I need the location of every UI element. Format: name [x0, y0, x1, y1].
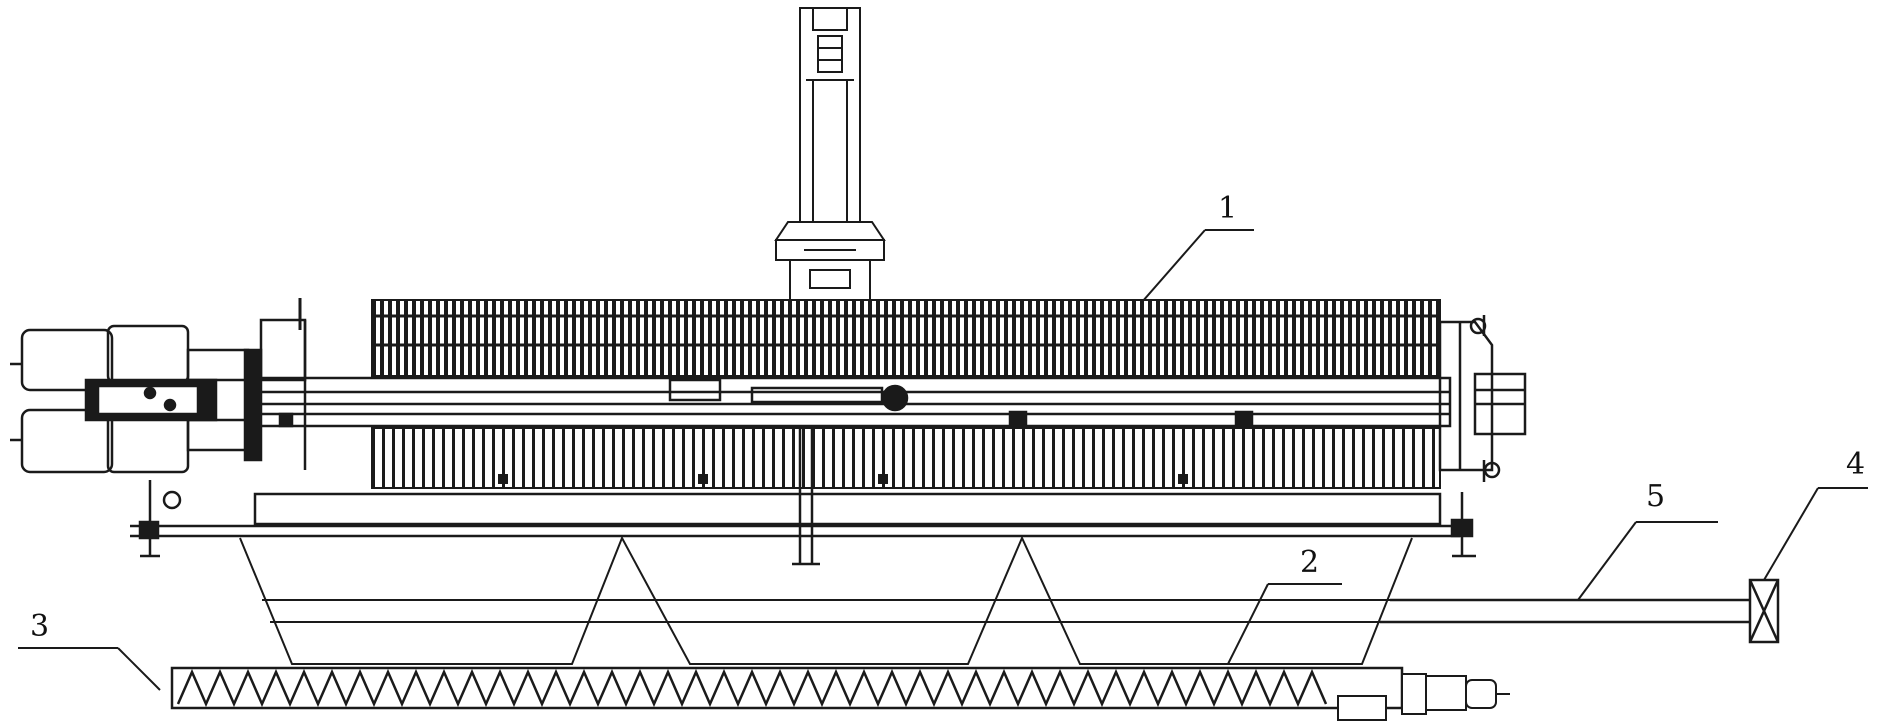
screw-conveyor: [170, 666, 1510, 721]
label-2: 2: [1300, 545, 1319, 580]
left-drive-motors: [10, 298, 307, 474]
main-beam: [258, 376, 1452, 428]
right-end-head: [1438, 315, 1527, 482]
label-5: 5: [1646, 479, 1665, 514]
leader-lines: [18, 229, 1868, 691]
frame-base: [130, 480, 1476, 558]
upper-filter-plates: [371, 299, 1441, 377]
label-1: 1: [1218, 191, 1237, 226]
label-4: 4: [1846, 447, 1865, 482]
label-3: 3: [30, 609, 49, 644]
lower-filter-plates: [371, 427, 1441, 489]
outlet-valve: [1748, 578, 1780, 644]
discharge-pipe: [1380, 598, 1750, 624]
collection-hopper: [239, 535, 1413, 665]
hoist-column: [774, 7, 886, 310]
